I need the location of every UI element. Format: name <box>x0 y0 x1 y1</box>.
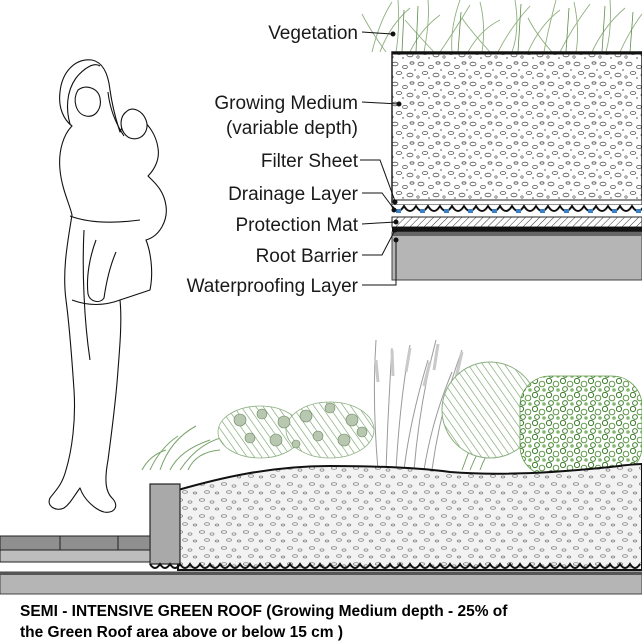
caption-line-2: the Green Roof area above or below 15 cm… <box>20 624 343 641</box>
label-filter-sheet: Filter Sheet <box>261 151 359 172</box>
structural-slab <box>0 571 642 595</box>
growing-medium-layer <box>391 51 642 203</box>
protection-mat-layer <box>391 216 642 228</box>
waterproofing-layer <box>391 231 642 281</box>
roof-section <box>0 339 642 595</box>
filter-sheet-layer <box>391 199 642 206</box>
layer-section <box>361 0 642 281</box>
drainage-layer-band <box>391 204 642 217</box>
label-vegetation: Vegetation <box>268 23 358 44</box>
right-foliage <box>519 375 642 477</box>
label-variable-depth: (variable depth) <box>226 118 358 139</box>
growing-medium-mound <box>177 462 642 571</box>
caption-line-1: SEMI - INTENSIVE GREEN ROOF (Growing Med… <box>20 603 508 620</box>
parapet-wall <box>149 483 181 565</box>
caption: SEMI - INTENSIVE GREEN ROOF (Growing Med… <box>20 603 508 641</box>
leader-lines <box>360 31 402 286</box>
human-figure-illustration <box>48 59 167 513</box>
label-waterproofing-layer: Waterproofing Layer <box>187 276 359 297</box>
label-root-barrier: Root Barrier <box>256 246 359 267</box>
label-growing-medium: Growing Medium <box>214 93 358 114</box>
drainage-bottom <box>149 562 641 569</box>
vegetation-grass <box>361 0 642 53</box>
paving <box>0 535 151 551</box>
label-protection-mat: Protection Mat <box>236 215 359 236</box>
label-drainage-layer: Drainage Layer <box>228 184 359 205</box>
root-barrier-layer <box>392 227 642 232</box>
layer-labels: Vegetation Growing Medium (variable dept… <box>187 23 359 297</box>
flowering-perennials <box>217 401 375 459</box>
